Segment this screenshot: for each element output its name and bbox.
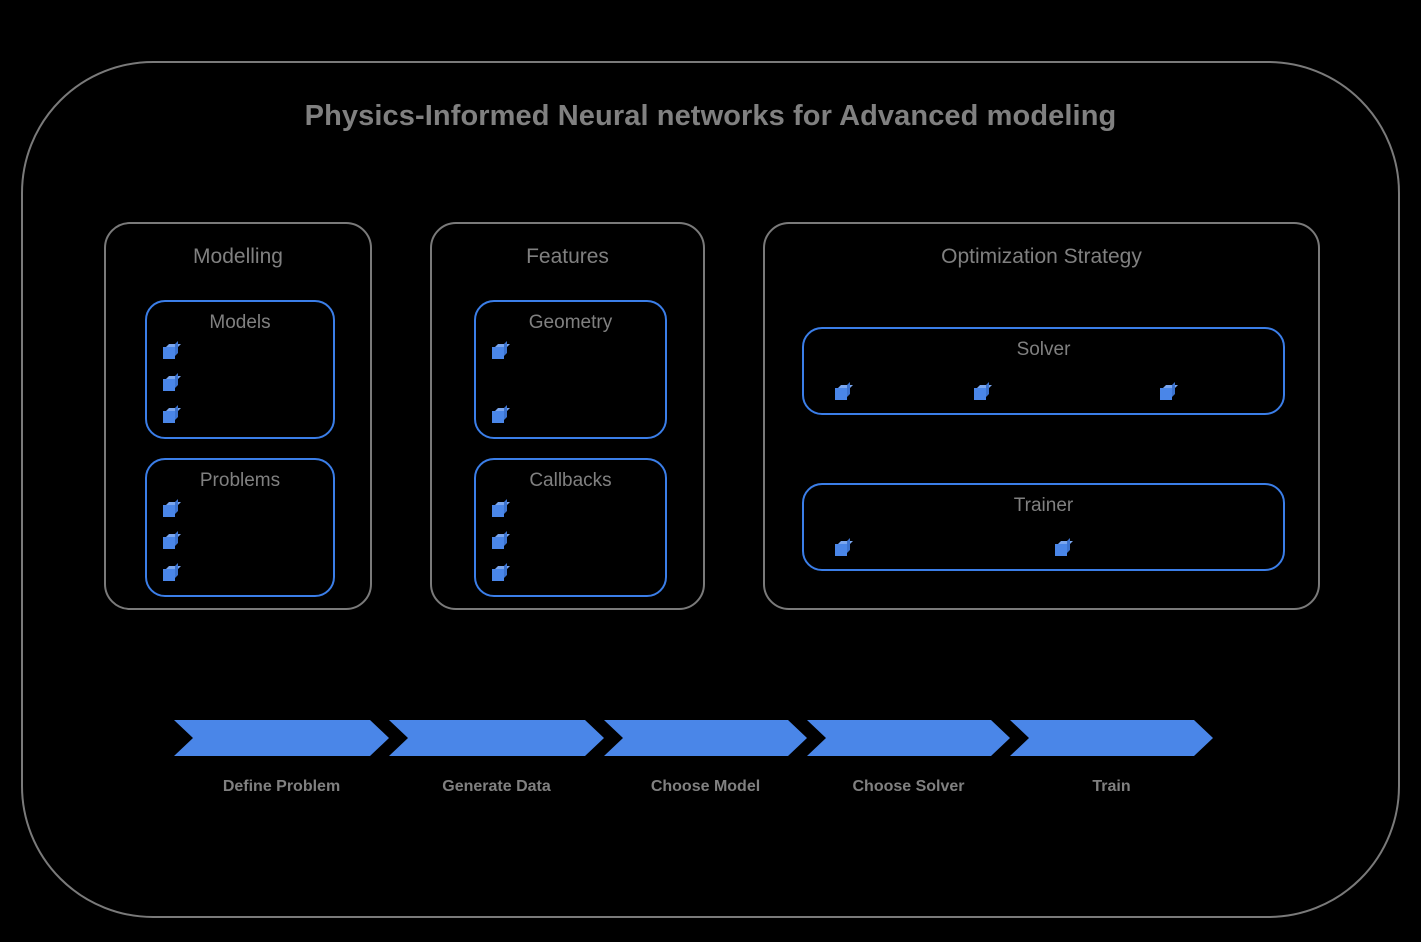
cube-icon [492,563,510,581]
sub-box-title-problems: Problems [199,470,281,491]
cube-icon [163,531,181,549]
group-title-optimization-strategy: Optimization Strategy [941,245,1142,268]
cube-icon [163,563,181,581]
cube-icon [974,382,992,400]
cube-icon [163,499,181,517]
cube-icon [163,405,181,423]
cube-icon [835,382,853,400]
pipeline-stage-generate-data[interactable]: Generate Data [389,720,604,795]
pipeline-stage-define-problem[interactable]: Define Problem [174,720,389,795]
page-title: Physics-Informed Neural networks for Adv… [304,100,1117,132]
pipeline-stage-label: Choose Solver [852,778,965,795]
sub-box-geometry[interactable]: Geometry [474,300,667,439]
sub-box-title-geometry: Geometry [528,312,613,333]
sub-box-title-callbacks: Callbacks [529,470,612,491]
outer-frame [21,61,1400,918]
cube-icon [163,373,181,391]
chevron-shape [1010,720,1213,756]
sub-box-models[interactable]: Models [145,300,335,439]
cube-icon [1055,538,1073,556]
sub-box-problems[interactable]: Problems [145,458,335,597]
group-box-features: Features Geometry Callbacks [430,222,705,610]
sub-box-title-models: Models [209,312,271,333]
chevron-shape [174,720,389,756]
cube-icon [835,538,853,556]
group-box-optimization-strategy: Optimization Strategy Solver Trainer [763,222,1320,610]
chevron-shape [604,720,807,756]
pipeline-stage-choose-model[interactable]: Choose Model [604,720,807,795]
group-title-features: Features [526,245,609,268]
cube-icon [163,341,181,359]
pipeline-stage-choose-solver[interactable]: Choose Solver [807,720,1010,795]
chevron-shape [389,720,604,756]
pipeline-stage-label: Train [1092,778,1131,795]
sub-box-trainer[interactable]: Trainer [802,483,1285,571]
cube-icon [1160,382,1178,400]
pipeline-stage-label: Choose Model [650,778,761,795]
sub-box-solver[interactable]: Solver [802,327,1285,415]
cube-icon [492,341,510,359]
pipeline-stage-train[interactable]: Train [1010,720,1213,795]
pipeline-stage-label: Generate Data [442,778,551,795]
group-title-modelling: Modelling [193,245,283,268]
pipeline: Define Problem Generate Data Choose Mode… [0,720,1421,810]
cube-icon [492,531,510,549]
sub-box-title-trainer: Trainer [1013,495,1074,516]
chevron-shape [807,720,1010,756]
sub-box-callbacks[interactable]: Callbacks [474,458,667,597]
cube-icon [492,499,510,517]
pipeline-stage-label: Define Problem [222,778,341,795]
group-box-modelling: Modelling Models Problems [104,222,372,610]
sub-box-title-solver: Solver [1016,339,1071,360]
cube-icon [492,405,510,423]
